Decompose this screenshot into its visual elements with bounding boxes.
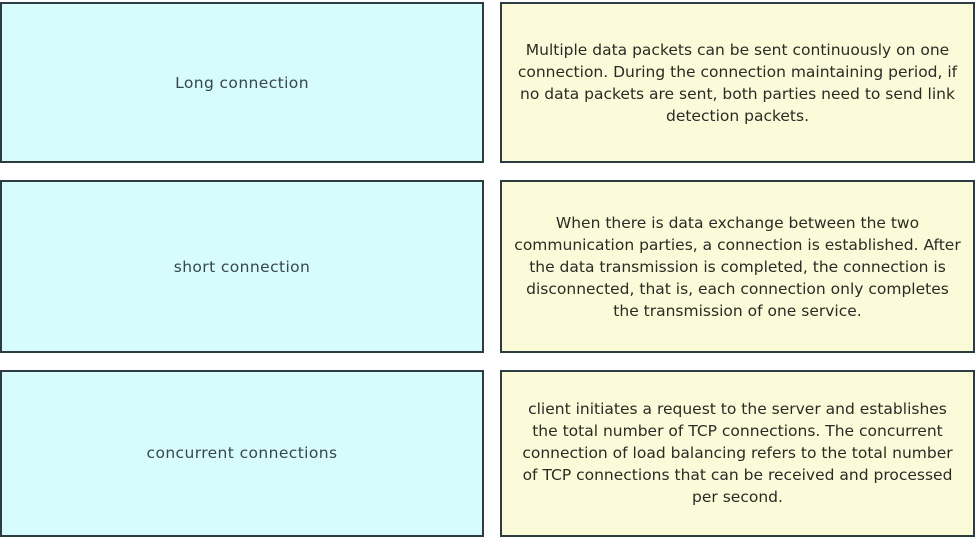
table-row: concurrent connections client initiates … [0, 369, 975, 537]
table-row: Long connection Multiple data packets ca… [0, 2, 975, 164]
term-label: Long connection [175, 73, 309, 92]
description-text: client initiates a request to the server… [522, 400, 953, 507]
term-cell-short-connection: short connection [0, 180, 484, 353]
table-row: short connection When there is data exch… [0, 180, 975, 353]
description-text: Multiple data packets can be sent contin… [517, 40, 958, 125]
description-cell-concurrent-connections: client initiates a request to the server… [500, 369, 975, 537]
column-divider [484, 369, 500, 537]
description-cell-short-connection: When there is data exchange between the … [500, 180, 975, 353]
term-label: concurrent connections [146, 444, 338, 463]
term-cell-long-connection: Long connection [0, 2, 484, 164]
description-text: When there is data exchange between the … [514, 213, 961, 320]
column-divider [484, 180, 500, 353]
description-cell-long-connection: Multiple data packets can be sent contin… [500, 2, 975, 164]
row-divider [0, 163, 975, 180]
column-divider [484, 2, 500, 164]
term-label: short connection [173, 257, 311, 276]
row-divider [0, 353, 975, 370]
term-cell-concurrent-connections: concurrent connections [0, 369, 484, 537]
